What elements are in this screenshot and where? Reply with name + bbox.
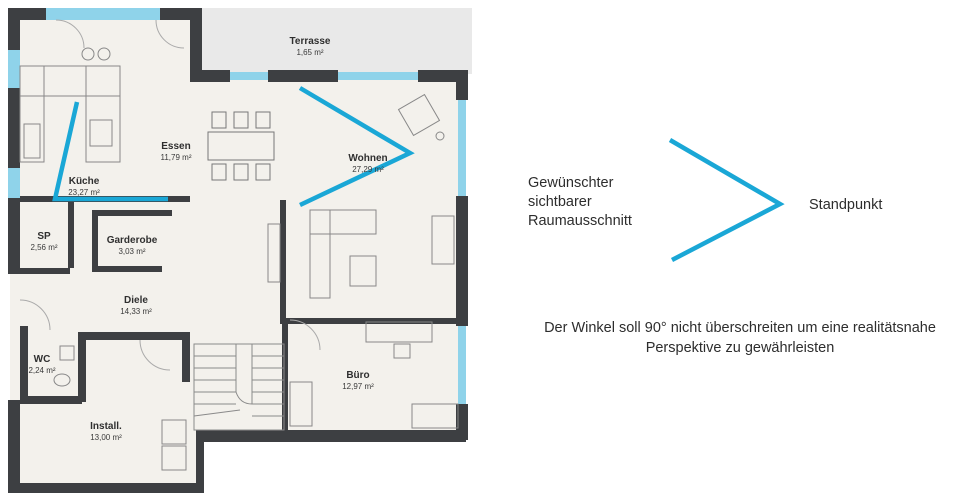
stairs: [193, 343, 285, 431]
office-furniture: [289, 321, 459, 429]
room-area-diele: 14,33 m²: [120, 307, 152, 316]
room-area-install: 13,00 m²: [90, 433, 122, 442]
room-name-diele: Diele: [124, 295, 148, 306]
room-name-essen: Essen: [161, 141, 190, 152]
kitchen-furniture: [19, 47, 121, 163]
room-name-sp: SP: [37, 231, 51, 242]
walls: [8, 8, 468, 493]
room-area-terrasse: 1,65 m²: [296, 48, 323, 57]
legend-visible-area-line-3: Raumausschnitt: [528, 213, 632, 229]
kitchen-view-marker: [52, 101, 168, 202]
room-area-sp: 2,56 m²: [30, 243, 57, 252]
room-name-wohnen: Wohnen: [348, 153, 387, 164]
living-view-marker: [298, 86, 415, 208]
legend-visible-area-line-1: Gewünschter: [528, 175, 614, 191]
room-name-buero: Büro: [346, 370, 369, 381]
room-name-terrasse: Terrasse: [290, 36, 331, 47]
room-area-wohnen: 27,29 m²: [352, 165, 384, 174]
legend-visible-area-label: Gewünschter sichtbarer Raumausschnitt: [528, 174, 678, 231]
angle-note-line-1: Der Winkel soll 90° nicht überschreiten …: [544, 320, 936, 336]
room-area-kueche: 23,27 m²: [68, 188, 100, 197]
doors: [19, 19, 321, 371]
legend-visible-area-line-2: sichtbarer: [528, 194, 592, 210]
room-name-install: Install.: [90, 421, 122, 432]
room-area-garderobe: 3,03 m²: [118, 247, 145, 256]
windows: [8, 8, 466, 404]
room-area-essen: 11,79 m²: [161, 153, 192, 162]
terrace-area: [200, 8, 472, 74]
room-name-wc: WC: [34, 354, 51, 365]
room-area-buero: 12,97 m²: [342, 382, 374, 391]
legend-viewpoint-label: Standpunkt: [809, 197, 883, 213]
legend-view-marker: [668, 138, 785, 262]
dining-table: [207, 111, 275, 181]
room-name-garderobe: Garderobe: [107, 235, 158, 246]
room-name-kueche: Küche: [69, 176, 100, 187]
angle-note: Der Winkel soll 90° nicht überschreiten …: [500, 318, 980, 358]
angle-note-line-2: Perspektive zu gewährleisten: [645, 340, 835, 356]
living-sofa: [267, 93, 455, 299]
floor-plan: Terrasse 1,65 m² Essen 11,79 m² Küche 23…: [8, 8, 472, 493]
bath-fixtures: [53, 345, 187, 471]
room-area-wc: 2,24 m²: [28, 366, 55, 375]
